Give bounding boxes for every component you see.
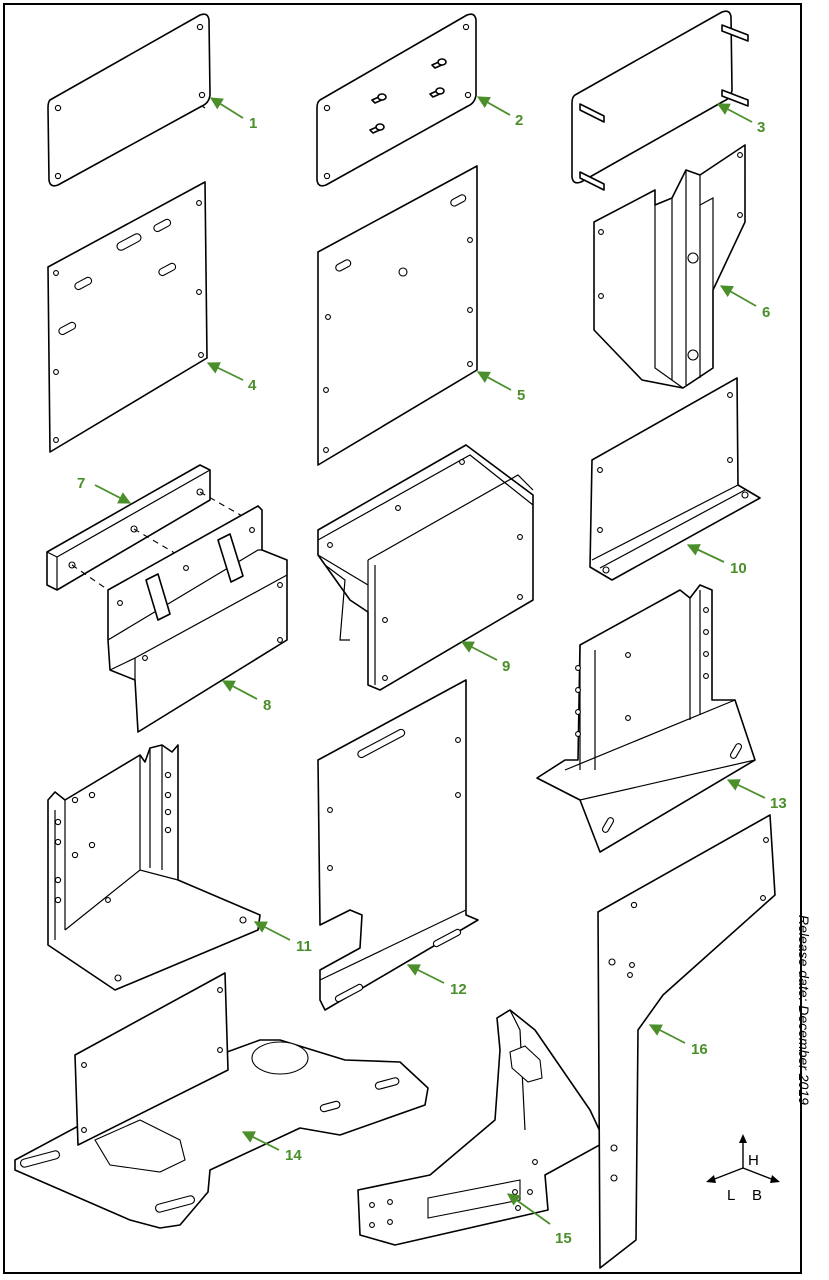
callout-number-6: 6 <box>762 304 770 321</box>
part-14-base-plate <box>14 972 429 1229</box>
callout-number-12: 12 <box>450 981 467 998</box>
callout-leader-16 <box>648 1024 686 1044</box>
callout-number-9: 9 <box>502 658 510 675</box>
callout-leader-3 <box>716 103 753 123</box>
callout-number-7: 7 <box>77 475 85 492</box>
callout-leader-2 <box>476 96 511 116</box>
part-16-tall-plate <box>597 814 776 1269</box>
callout-leader-9 <box>460 641 498 661</box>
part-8-bent-bracket <box>107 505 288 733</box>
part-6-channel-bracket <box>593 144 746 389</box>
callout-leader-6 <box>719 285 757 307</box>
callout-number-15: 15 <box>555 1230 572 1247</box>
callout-number-5: 5 <box>517 387 525 404</box>
part-7-bar <box>46 464 259 606</box>
callout-leader-4 <box>206 362 244 381</box>
callout-leader-15 <box>506 1193 551 1225</box>
part-11-corner-bracket <box>47 744 261 991</box>
part-15-gusset-bracket <box>357 1009 606 1246</box>
callout-number-1: 1 <box>249 115 257 132</box>
callout-leader-13 <box>726 779 766 799</box>
part-10-angle-bracket <box>589 377 761 581</box>
axis-h-label: H <box>748 1152 759 1169</box>
part-2-plate-with-studs <box>316 13 477 187</box>
axis-b-label: B <box>752 1187 762 1204</box>
callout-number-13: 13 <box>770 795 787 812</box>
callout-leader-8 <box>221 680 258 700</box>
callout-leader-1 <box>209 97 244 119</box>
part-13-post-bracket <box>536 584 756 853</box>
callout-leader-14 <box>241 1131 280 1151</box>
callout-number-2: 2 <box>515 112 523 129</box>
part-3-plate-with-pins <box>571 10 749 191</box>
callout-leader-5 <box>476 371 512 391</box>
part-12-notched-plate <box>317 679 479 1011</box>
release-date: Release date: December 2019 <box>796 915 812 1105</box>
axis-indicator: H L B <box>706 1134 780 1204</box>
callout-leader-11 <box>253 921 291 941</box>
callout-leader-7 <box>94 484 132 504</box>
part-9-box-bracket <box>317 444 534 691</box>
axis-l-label: L <box>727 1187 735 1204</box>
callout-leader-10 <box>686 544 725 563</box>
callout-number-11: 11 <box>296 938 312 955</box>
part-1-flat-plate <box>47 13 211 187</box>
part-5-plate <box>317 165 478 466</box>
callout-number-16: 16 <box>691 1041 708 1058</box>
callout-number-14: 14 <box>285 1147 302 1164</box>
callout-number-10: 10 <box>730 560 747 577</box>
callout-leader-12 <box>406 964 445 984</box>
drawing-frame <box>3 3 802 1274</box>
part-4-slotted-plate <box>47 181 208 453</box>
callout-number-8: 8 <box>263 697 271 714</box>
callout-number-3: 3 <box>757 119 765 136</box>
callout-number-4: 4 <box>248 377 257 394</box>
